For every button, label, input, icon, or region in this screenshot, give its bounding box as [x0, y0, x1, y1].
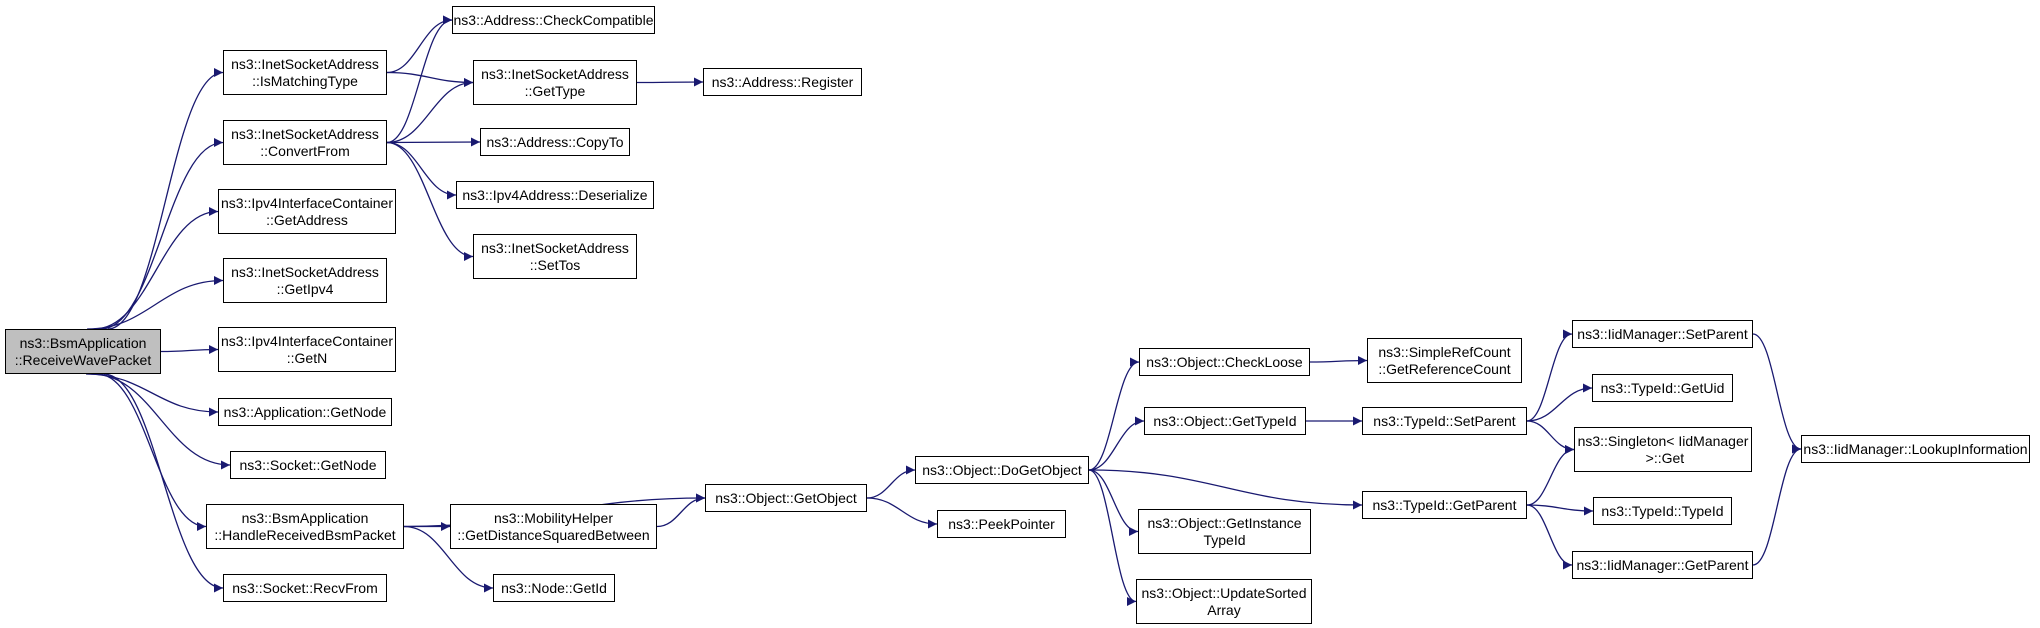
edge-getobject-to-dogetobject [866, 465, 916, 499]
edge-root-to-appgetnode [86, 373, 219, 417]
edge-ismatching-to-checkcompat [386, 15, 453, 74]
edge-root-to-ismatching [107, 68, 224, 330]
node-address-checkcompatible[interactable]: ns3::Address::CheckCompatible [452, 6, 655, 34]
edge-checkloose-to-getrefcount [1309, 356, 1368, 366]
node-object-updatesortedarray[interactable]: ns3::Object::UpdateSorted Array [1136, 579, 1312, 624]
edge-handlebsm-to-nodegetid [403, 525, 494, 593]
edge-dogetobject-to-getinstance [1088, 469, 1139, 536]
node-inetsocketaddress-settos[interactable]: ns3::InetSocketAddress ::SetTos [473, 234, 637, 279]
node-ipv4address-deserialize[interactable]: ns3::Ipv4Address::Deserialize [456, 181, 654, 209]
edge-convertfrom-to-copyto [386, 137, 481, 147]
node-inetsocketaddress-convertfrom[interactable]: ns3::InetSocketAddress ::ConvertFrom [223, 120, 387, 165]
edge-dogetobject-to-updatesorted [1088, 469, 1137, 606]
edge-getobject-to-peekpointer [866, 497, 938, 529]
node-typeid-setparent[interactable]: ns3::TypeId::SetParent [1362, 407, 1527, 435]
edge-convertfrom-to-settos [386, 141, 474, 261]
node-ipv4interfacecontainer-getn[interactable]: ns3::Ipv4InterfaceContainer ::GetN [218, 327, 396, 372]
node-address-register[interactable]: ns3::Address::Register [703, 68, 862, 96]
node-address-copyto[interactable]: ns3::Address::CopyTo [480, 128, 630, 156]
edge-root-to-getipv4 [87, 276, 224, 330]
edge-dogetobject-to-tidgetparent [1088, 469, 1363, 510]
node-node-getid[interactable]: ns3::Node::GetId [493, 574, 615, 602]
edge-ismatching-to-inetgettype [386, 71, 474, 87]
node-ipv4interfacecontainer-getaddress[interactable]: ns3::Ipv4InterfaceContainer ::GetAddress [218, 189, 396, 234]
edge-iidsetparent-to-lookup [1752, 333, 1802, 454]
node-iidmanager-lookupinformation[interactable]: ns3::IidManager::LookupInformation [1801, 435, 2030, 463]
edge-dogetobject-to-objgettypeid [1088, 416, 1145, 471]
edge-dogetobject-to-checkloose [1088, 357, 1140, 471]
node-bsmapplication-handlereceivedbsmpacket[interactable]: ns3::BsmApplication ::HandleReceivedBsmP… [206, 504, 404, 549]
node-object-getinstancetypeid[interactable]: ns3::Object::GetInstance TypeId [1138, 509, 1311, 554]
node-socket-getnode[interactable]: ns3::Socket::GetNode [230, 451, 386, 479]
edge-root-to-ipv4getaddr [93, 207, 219, 330]
node-object-dogetobject[interactable]: ns3::Object::DoGetObject [915, 456, 1089, 484]
node-socket-recvfrom[interactable]: ns3::Socket::RecvFrom [223, 574, 387, 602]
edge-convertfrom-to-ipv4deser [386, 141, 457, 200]
node-inetsocketaddress-getipv4[interactable]: ns3::InetSocketAddress ::GetIpv4 [223, 258, 387, 303]
node-bsmapplication-receivewavepacket[interactable]: ns3::BsmApplication ::ReceiveWavePacket [5, 329, 161, 374]
node-typeid-getparent[interactable]: ns3::TypeId::GetParent [1362, 491, 1527, 519]
edge-root-to-handlebsm [97, 373, 207, 531]
edge-convertfrom-to-inetgettype [386, 78, 474, 144]
edge-root-to-getn [160, 345, 219, 355]
edge-tidsetparent-to-getuid [1526, 383, 1593, 422]
node-inetsocketaddress-ismatchingtype[interactable]: ns3::InetSocketAddress ::IsMatchingType [223, 50, 387, 95]
node-application-getnode[interactable]: ns3::Application::GetNode [218, 398, 392, 426]
node-singleton-iidmanager-get[interactable]: ns3::Singleton< IidManager >::Get [1574, 427, 1752, 472]
edge-tidsetparent-to-iidsetparent [1526, 329, 1573, 422]
edge-iidgetparent-to-lookup [1752, 444, 1802, 566]
edge-tidgetparent-to-iidgetparent [1526, 504, 1573, 570]
edge-tidgetparent-to-typeidctor [1526, 504, 1594, 516]
edge-root-to-sockgetnode [91, 373, 231, 470]
node-typeid-typeid[interactable]: ns3::TypeId::TypeId [1593, 497, 1732, 525]
node-inetsocketaddress-gettype[interactable]: ns3::InetSocketAddress ::GetType [473, 60, 637, 105]
edge-tidsetparent-to-singleton [1526, 420, 1575, 454]
node-iidmanager-getparent[interactable]: ns3::IidManager::GetParent [1572, 551, 1753, 579]
edge-inetgettype-to-register [636, 77, 704, 87]
node-mobilityhelper-getdistancesquaredbetween[interactable]: ns3::MobilityHelper ::GetDistanceSquared… [450, 504, 657, 549]
node-object-checkloose[interactable]: ns3::Object::CheckLoose [1139, 348, 1310, 376]
node-object-getobject[interactable]: ns3::Object::GetObject [705, 484, 867, 512]
node-object-gettypeid[interactable]: ns3::Object::GetTypeId [1144, 407, 1306, 435]
edge-root-to-recvfrom [103, 373, 224, 593]
edge-tidgetparent-to-singleton [1526, 445, 1575, 506]
node-peekpointer[interactable]: ns3::PeekPointer [937, 510, 1066, 538]
node-simplerefcount-getreferencecount[interactable]: ns3::SimpleRefCount ::GetReferenceCount [1367, 338, 1522, 383]
edge-root-to-convertfrom [100, 138, 224, 330]
edge-convertfrom-to-checkcompat [386, 15, 453, 144]
node-iidmanager-setparent[interactable]: ns3::IidManager::SetParent [1572, 320, 1753, 348]
edge-getdist-to-getobject [656, 493, 706, 528]
node-typeid-getuid[interactable]: ns3::TypeId::GetUid [1592, 374, 1733, 402]
